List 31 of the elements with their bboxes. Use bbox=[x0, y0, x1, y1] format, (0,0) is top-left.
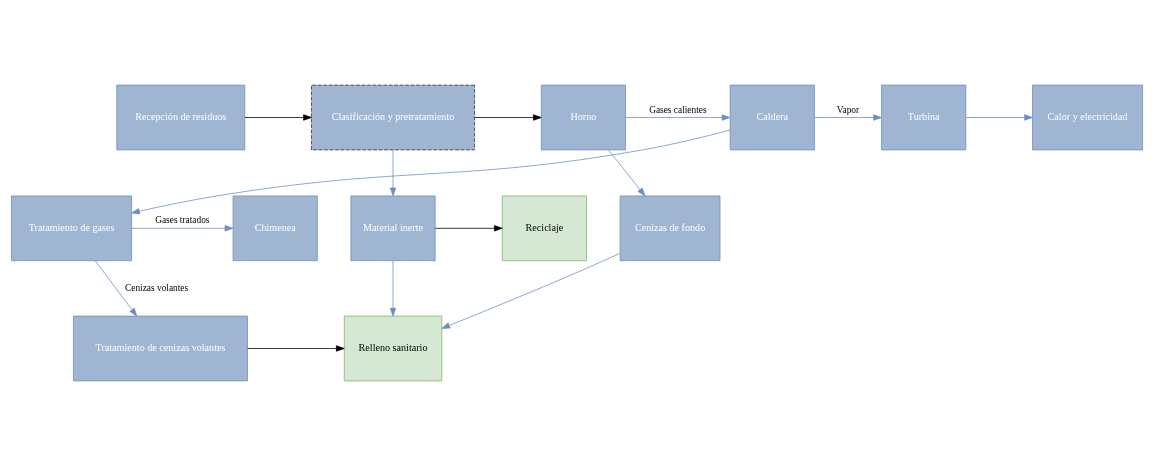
node-box: Recepción de residuos bbox=[116, 84, 246, 150]
arrow bbox=[434, 224, 503, 231]
arrow bbox=[625, 113, 731, 121]
arrow bbox=[131, 224, 234, 231]
arrow bbox=[814, 113, 882, 121]
node-box: Chimenea bbox=[232, 195, 318, 261]
node-box: Caldera bbox=[729, 84, 815, 150]
node-box: Reciclaje bbox=[501, 195, 587, 261]
node-box: Material inerte bbox=[350, 195, 436, 261]
arrow bbox=[474, 113, 542, 121]
node-box: Relleno sanitario bbox=[343, 315, 443, 381]
node-box: Tratamiento de gases bbox=[11, 195, 132, 261]
arrow bbox=[965, 113, 1033, 121]
node-box: Horno bbox=[540, 84, 626, 150]
arrow bbox=[608, 149, 646, 196]
edge-label: Gases calientes bbox=[649, 104, 707, 115]
node-box: Cenizas de fondo bbox=[619, 195, 721, 261]
edge-label: Gases tratados bbox=[155, 214, 210, 225]
arrow bbox=[389, 149, 397, 196]
arrow bbox=[131, 129, 731, 214]
node-box: Tratamiento de cenizas volantes bbox=[73, 315, 248, 381]
node-box: Clasificación y pretratamiento bbox=[311, 84, 475, 150]
arrow bbox=[441, 252, 621, 329]
node-box: Calor y electricidad bbox=[1032, 84, 1143, 150]
node-box: Turbina bbox=[881, 84, 967, 150]
edge-label: Vapor bbox=[836, 104, 860, 115]
arrow bbox=[389, 260, 397, 316]
arrow bbox=[94, 260, 138, 316]
arrow bbox=[247, 344, 345, 352]
edge-label: Cenizas volantes bbox=[124, 282, 189, 293]
arrow bbox=[244, 113, 312, 121]
